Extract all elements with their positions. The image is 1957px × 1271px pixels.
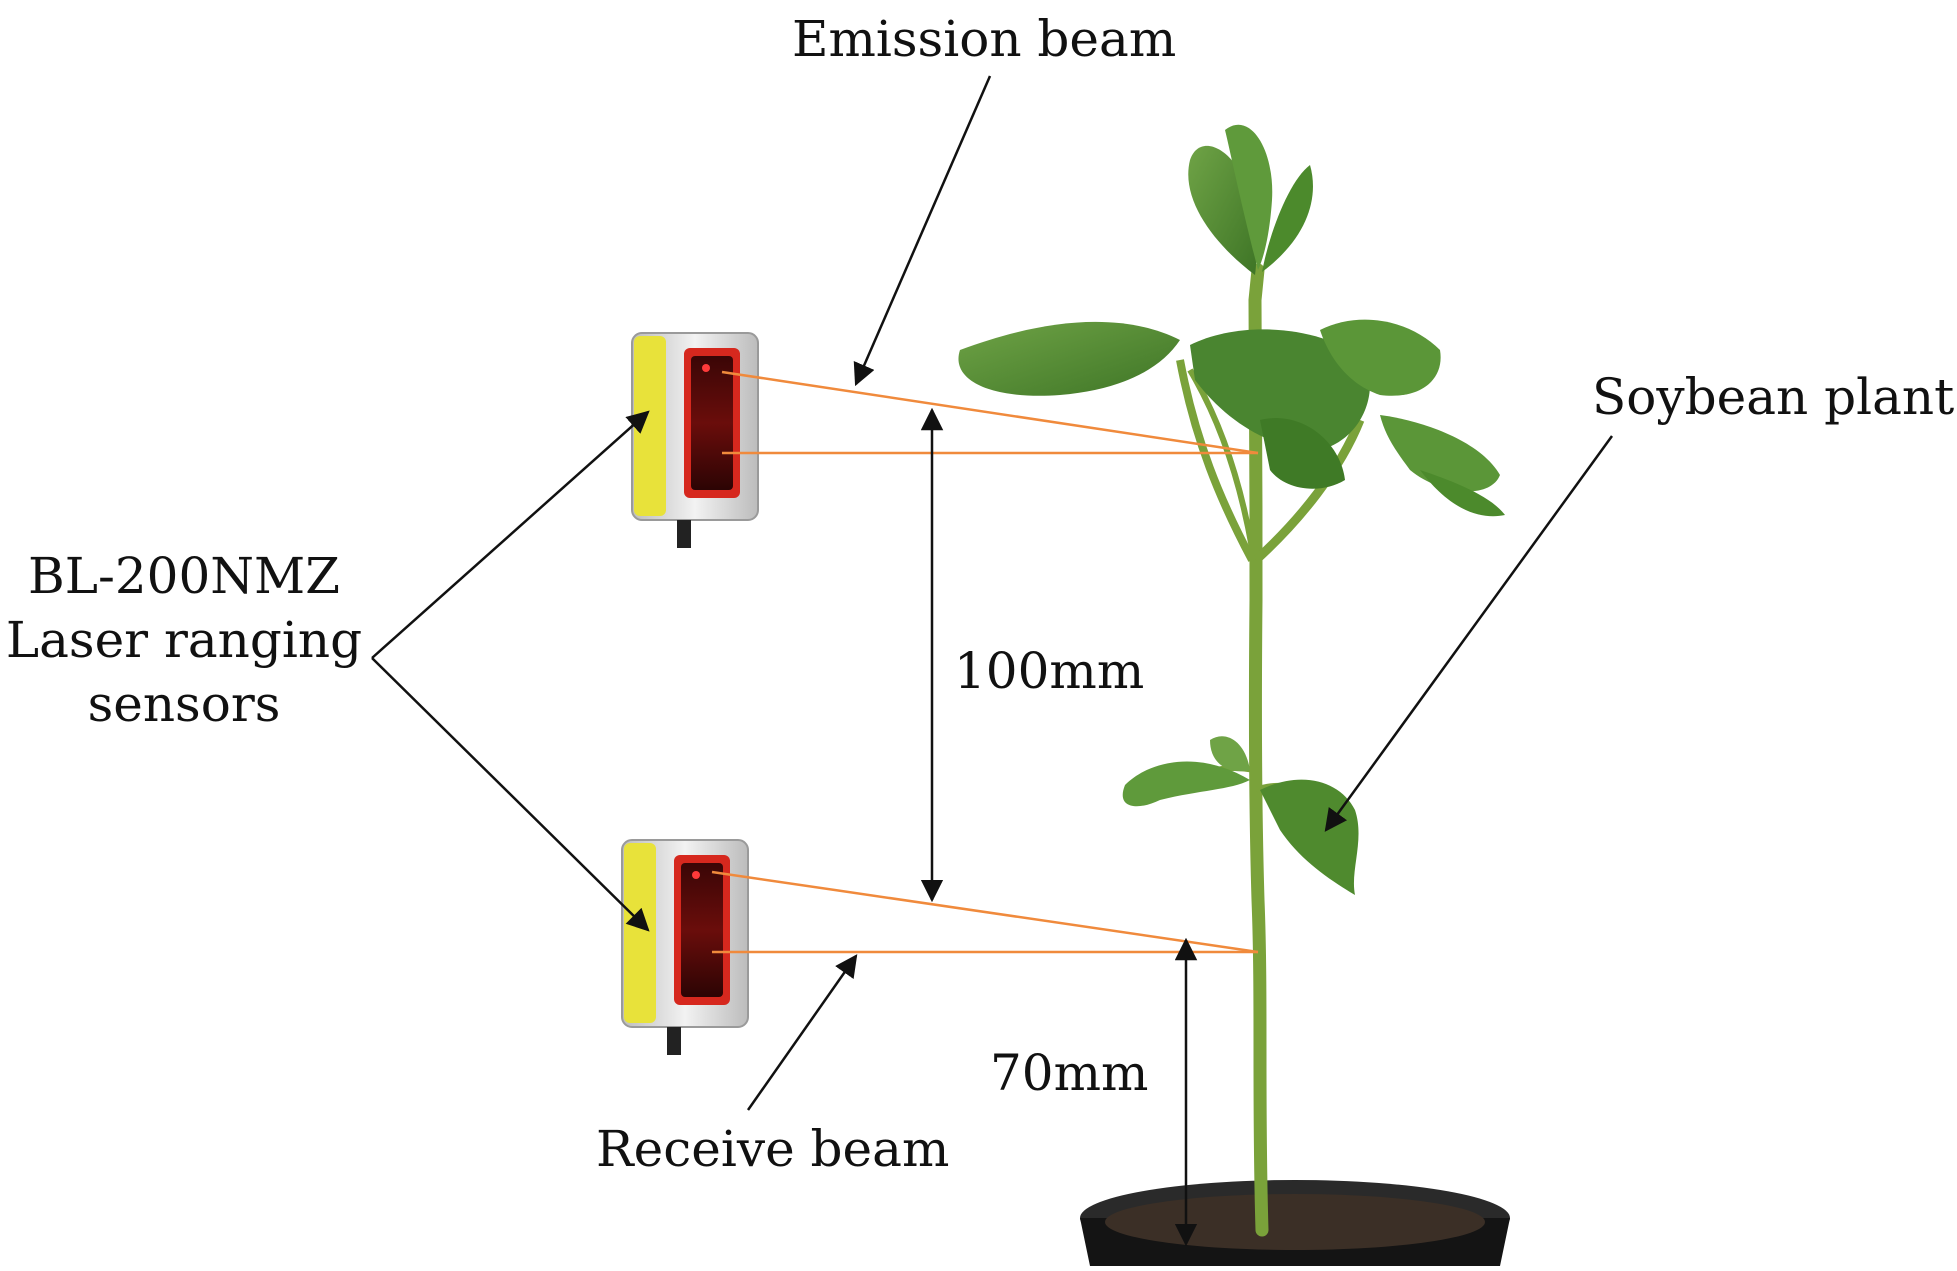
- emission-beam-arrow: [853, 75, 992, 387]
- receive-beam-arrow: [746, 954, 858, 1111]
- sensor-label-line-1: BL-200NMZ: [28, 547, 340, 605]
- laser-beams: [711, 370, 1259, 954]
- sensor-label-line-3: sensors: [87, 675, 281, 733]
- sensor-label-line-2: Laser ranging: [5, 611, 363, 669]
- upper-laser-sensor: [631, 332, 759, 548]
- soybean-plant-arrow: [1324, 435, 1614, 832]
- lower-emission-beam: [711, 870, 1259, 954]
- receive-beam-label: Receive beam: [596, 1120, 950, 1178]
- soybean-plant-label: Soybean plant: [1592, 368, 1955, 426]
- sensor-arrow-lower: [371, 657, 650, 932]
- lower-laser-sensor: [621, 839, 749, 1055]
- annotation-arrows: [371, 75, 1614, 1247]
- upper-emission-beam: [721, 370, 1259, 455]
- emission-beam-label: Emission beam: [792, 10, 1177, 68]
- dimension-70mm-label: 70mm: [990, 1044, 1149, 1102]
- sensor-arrow-upper: [371, 410, 650, 659]
- sensor-label: BL-200NMZ Laser ranging sensors: [0, 544, 368, 736]
- dimension-100mm-label: 100mm: [954, 642, 1145, 700]
- soybean-plant: [958, 124, 1505, 1237]
- plant-pot: [1080, 1180, 1510, 1266]
